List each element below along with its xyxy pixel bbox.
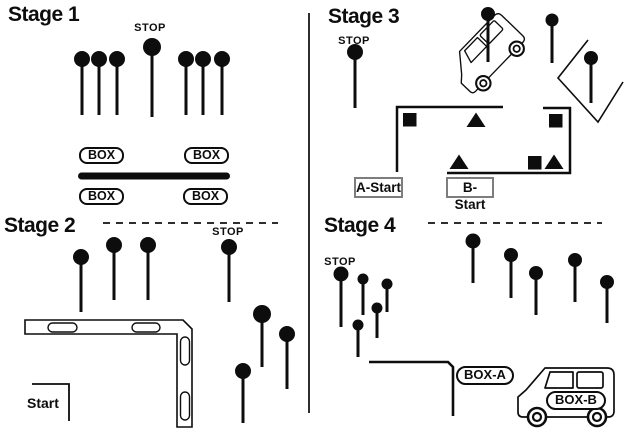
stage2-start-corner — [32, 383, 70, 421]
square-marker-icon — [403, 113, 417, 127]
stage2-l-wall — [24, 319, 193, 428]
stage3-stop-label: STOP — [338, 35, 370, 47]
stage4-title: Stage 4 — [324, 214, 396, 237]
pylon-icon — [91, 51, 107, 67]
pylon-icon — [545, 13, 559, 27]
pylon-icon — [74, 51, 90, 67]
stage4-stop-label: STOP — [324, 256, 356, 268]
pylon-icon — [352, 319, 364, 331]
pylon-icon — [371, 302, 383, 314]
pylon-icon — [279, 326, 295, 342]
stage2-pylons — [73, 237, 295, 423]
square-marker-icon — [549, 114, 563, 128]
pylon-icon — [584, 51, 598, 65]
stage4-pylons — [333, 233, 614, 357]
pylon-icon — [178, 51, 194, 67]
pylon-icon — [214, 51, 230, 67]
pylon-icon — [381, 278, 393, 290]
pylon-icon — [357, 273, 369, 285]
stage3-square-markers — [403, 113, 563, 170]
square-marker-icon — [528, 156, 542, 170]
pylon-icon — [465, 233, 481, 249]
stage3-angled-wall — [556, 39, 624, 124]
pylon-icon — [529, 266, 543, 280]
stage2-start-label: Start — [27, 395, 59, 411]
triangle-marker-icon — [544, 154, 564, 169]
pylon-icon — [235, 363, 251, 379]
stage3-a-start-box: A-Start — [354, 177, 403, 198]
pylon-icon — [143, 38, 161, 56]
triangle-marker-icon — [449, 154, 469, 169]
stage1-pylons — [74, 38, 230, 117]
triangle-marker-icon — [466, 112, 486, 127]
stage3-pylons — [347, 7, 598, 108]
pylon-icon — [333, 266, 349, 282]
stage2-stop-label: STOP — [212, 226, 244, 238]
stage2-title: Stage 2 — [4, 214, 76, 237]
pylon-icon — [347, 44, 363, 60]
pylon-icon — [221, 239, 237, 255]
pylon-icon — [568, 253, 582, 267]
pylon-icon — [253, 305, 271, 323]
stage3-title: Stage 3 — [328, 5, 400, 28]
pylon-icon — [195, 51, 211, 67]
stage4-corner-path — [369, 360, 455, 416]
pylon-icon — [140, 237, 156, 253]
stage4-box-b: BOX-B — [546, 391, 606, 410]
pylon-icon — [504, 248, 518, 262]
stage3-b-start-box: B-Start — [446, 177, 494, 212]
pylon-icon — [106, 237, 122, 253]
stage1-box-bottom-left: BOX — [79, 188, 124, 205]
pylon-icon — [481, 7, 495, 21]
pylon-icon — [109, 51, 125, 67]
stage3-path — [395, 105, 572, 175]
pylon-icon — [600, 275, 614, 289]
pylon-icon — [73, 249, 89, 265]
stage4-box-a: BOX-A — [456, 366, 514, 385]
stage1-box-bottom-right: BOX — [183, 188, 228, 205]
stage1-box-top-left: BOX — [79, 147, 124, 164]
stage3-triangle-markers — [449, 112, 564, 169]
stage1-stop-label: STOP — [134, 22, 166, 34]
stage1-title: Stage 1 — [8, 3, 80, 26]
stage1-barrier-bar — [78, 172, 230, 180]
stage1-box-top-right: BOX — [184, 147, 229, 164]
